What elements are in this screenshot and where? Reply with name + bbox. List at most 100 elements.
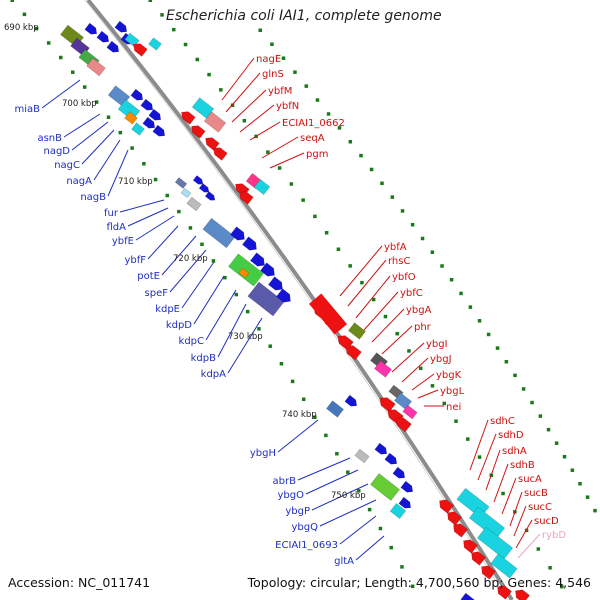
forward-gene-arrow [384,452,398,465]
reverse-gene-arrow [481,565,496,580]
gene-label-nagd: nagD [43,146,70,157]
leader-line [227,317,263,374]
ring-tick [223,275,227,280]
leader-line [181,261,215,309]
feature-box [238,267,250,279]
ring-tick [449,277,454,282]
ring-tick [207,72,211,77]
gene-label-ybfc: ybfC [400,288,423,299]
ring-tick [289,182,294,186]
ring-tick [390,195,395,199]
leader-line [493,463,509,503]
ring-tick [477,319,482,323]
leader-line [517,533,541,559]
feature-box [191,97,215,119]
ring-tick [578,481,582,486]
reverse-gene-arrow [133,43,148,57]
leader-line [135,215,175,241]
ring-tick [369,167,374,172]
leader-line [391,342,425,373]
forward-gene-arrow [96,30,110,43]
leader-line [231,89,267,123]
ring-tick [359,153,363,158]
ring-tick [380,181,384,186]
ring-tick [459,291,463,296]
ring-tick [142,161,146,166]
ring-tick [430,250,435,254]
feature-box [203,111,227,133]
ring-tick [172,27,176,32]
leader-line [363,291,399,331]
ring-tick [34,26,39,31]
ring-tick [234,292,239,297]
gene-label-flda: fldA [107,222,127,233]
feature-box [131,122,145,136]
ring-tick [118,130,123,135]
reverse-gene-arrow [191,125,206,139]
ring-tick [560,584,564,589]
leader-line [41,79,81,109]
gene-label-pgm: pgm [306,149,328,160]
forward-gene-arrow [374,442,388,455]
ring-tick [538,414,543,418]
forward-gene-arrow [260,262,275,277]
ring-tick [326,112,331,116]
feature-box [86,57,106,77]
gene-label-glns: glnS [262,69,284,80]
scale-label: 710 kbp [118,177,153,187]
ring-tick [188,226,193,230]
ring-tick [301,397,306,401]
leader-line [339,515,377,545]
forward-gene-arrow [142,116,156,129]
ring-tick [304,84,309,88]
gene-label-phr: phr [414,322,432,333]
gene-label-ybgl: ybgL [440,386,465,397]
feature-box [389,503,407,519]
ring-tick [570,468,575,472]
ring-tick [106,115,111,120]
reverse-gene-arrow [239,191,254,205]
leader-line [127,207,169,227]
gene-label-sdhb: sdhB [510,460,535,471]
forward-gene-arrow [84,22,98,35]
reverse-gene-arrow [395,417,412,433]
gene-label-rhsc: rhsC [388,256,410,267]
ring-tick [400,565,404,569]
leader-line [477,433,497,481]
ring-tick [383,314,388,319]
ring-tick [230,103,235,107]
leader-line [205,289,237,341]
gene-label-ybfe: ybfE [112,236,134,247]
gene-label-kdpb: kdpB [191,353,216,364]
reverse-gene-arrow [447,511,462,526]
leader-line [305,469,359,495]
leader-line [347,259,387,307]
ring-tick [315,98,320,102]
ring-tick [400,209,405,213]
feature-box [326,400,344,418]
gene-label-ybfa: ybfA [384,242,407,253]
gene-label-ybgp: ybgP [285,506,310,517]
reverse-gene-arrow [463,539,478,554]
forward-gene-arrow [130,88,144,101]
ring-tick [495,346,500,350]
leader-line [221,57,255,101]
feature-box [460,592,476,600]
scale-label: 740 kbp [282,410,317,420]
ring-tick [258,28,262,32]
ring-tick [337,126,342,130]
ring-tick [548,566,552,570]
ring-tick [335,451,339,456]
forward-gene-arrow [204,191,216,201]
ring-tick [313,415,317,419]
forward-gene-arrow [114,20,128,33]
gene-label-kdpd: kdpD [166,320,192,331]
feature-layer [60,20,530,600]
ring-tick [165,193,169,198]
ring-tick [266,150,270,154]
ring-tick [530,400,534,405]
ring-tick [440,264,444,268]
ring-tick [324,231,329,235]
reverse-gene-arrow [213,147,228,161]
ring-tick [356,489,361,493]
